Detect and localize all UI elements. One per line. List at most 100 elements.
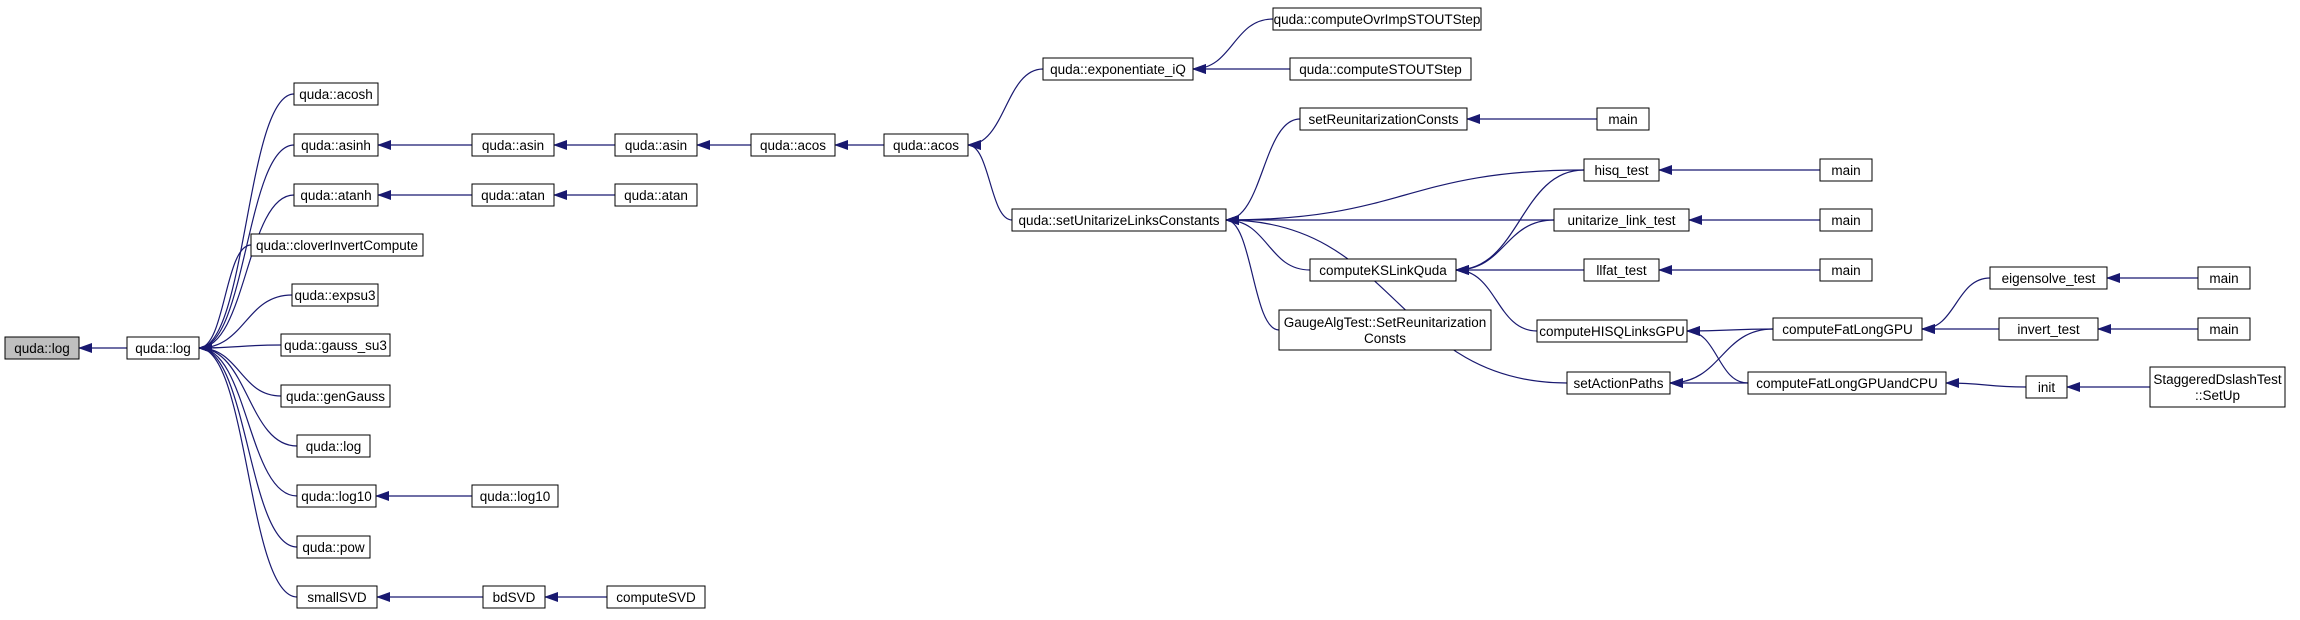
node-expsu3[interactable]: quda::expsu3 bbox=[291, 283, 379, 307]
node-box bbox=[4, 336, 80, 360]
node-box bbox=[883, 133, 969, 157]
node-fatlong[interactable]: computeFatLongGPU bbox=[1772, 317, 1923, 341]
node-ksquda[interactable]: computeKSLinkQuda bbox=[1309, 258, 1457, 282]
node-main_l[interactable]: main bbox=[1819, 258, 1873, 282]
node-label: main bbox=[1608, 112, 1637, 127]
node-label: quda::atan bbox=[624, 188, 688, 203]
edge-gaugealg-to-setunit bbox=[1225, 215, 1280, 331]
node-label: main bbox=[1831, 163, 1860, 178]
node-box bbox=[1989, 266, 2108, 290]
node-llfat[interactable]: llfat_test bbox=[1583, 258, 1660, 282]
node-expiq[interactable]: quda::exponentiate_iQ bbox=[1042, 57, 1194, 81]
node-fatlongcpu[interactable]: computeFatLongGPUandCPU bbox=[1747, 371, 1947, 395]
node-box bbox=[2149, 366, 2286, 408]
node-box bbox=[614, 183, 698, 207]
node-asin2[interactable]: quda::asin bbox=[614, 133, 698, 157]
node-label: computeFatLongGPUandCPU bbox=[1756, 376, 1938, 391]
node-box bbox=[1772, 317, 1923, 341]
node-invert[interactable]: invert_test bbox=[1998, 317, 2099, 341]
node-main_u[interactable]: main bbox=[1819, 208, 1873, 232]
node-label: quda::log bbox=[306, 439, 362, 454]
node-box bbox=[280, 333, 391, 357]
node-setaction[interactable]: setActionPaths bbox=[1566, 371, 1671, 395]
node-setunit[interactable]: quda::setUnitarizeLinksConstants bbox=[1011, 208, 1227, 232]
node-box bbox=[2025, 375, 2068, 399]
node-computesvd[interactable]: computeSVD bbox=[606, 585, 706, 609]
node-main_i[interactable]: main bbox=[2197, 317, 2251, 341]
node-label: ::SetUp bbox=[2195, 388, 2240, 403]
node-smallsvd[interactable]: smallSVD bbox=[296, 585, 378, 609]
node-box bbox=[1272, 7, 1482, 31]
node-box bbox=[293, 183, 379, 207]
node-box bbox=[293, 82, 379, 106]
node-init[interactable]: init bbox=[2025, 375, 2068, 399]
node-pow[interactable]: quda::pow bbox=[296, 535, 371, 559]
node-acosh[interactable]: quda::acosh bbox=[293, 82, 379, 106]
node-label: main bbox=[2209, 322, 2238, 337]
node-box bbox=[1819, 208, 1873, 232]
node-acos2[interactable]: quda::acos bbox=[883, 133, 969, 157]
node-main_e[interactable]: main bbox=[2197, 266, 2251, 290]
node-label: smallSVD bbox=[307, 590, 367, 605]
node-unittest[interactable]: unitarize_link_test bbox=[1553, 208, 1690, 232]
node-box bbox=[1042, 57, 1194, 81]
node-box bbox=[1309, 258, 1457, 282]
node-atan1[interactable]: quda::atan bbox=[471, 183, 555, 207]
node-box bbox=[1536, 319, 1688, 343]
node-label: quda::asin bbox=[625, 138, 687, 153]
node-box bbox=[471, 484, 559, 508]
node-asinh[interactable]: quda::asinh bbox=[293, 133, 379, 157]
node-main_h[interactable]: main bbox=[1819, 158, 1873, 182]
node-bdsvd[interactable]: bdSVD bbox=[482, 585, 546, 609]
edge-hisqgpu-to-ksquda bbox=[1455, 265, 1538, 332]
node-box bbox=[293, 133, 379, 157]
edge-pow-to-log_main bbox=[198, 343, 298, 548]
node-label: quda::log bbox=[135, 341, 191, 356]
node-atanh[interactable]: quda::atanh bbox=[293, 183, 379, 207]
node-box bbox=[471, 183, 555, 207]
node-label: StaggeredDslashTest bbox=[2153, 372, 2282, 387]
node-stout[interactable]: quda::computeSTOUTStep bbox=[1289, 57, 1472, 81]
node-box bbox=[291, 283, 379, 307]
node-hisqgpu[interactable]: computeHISQLinksGPU bbox=[1536, 319, 1688, 343]
node-label: quda::cloverInvertCompute bbox=[256, 238, 418, 253]
node-acos1[interactable]: quda::acos bbox=[750, 133, 836, 157]
node-main_sr[interactable]: main bbox=[1596, 107, 1650, 131]
node-box bbox=[296, 434, 371, 458]
node-label: main bbox=[2209, 271, 2238, 286]
node-eigen[interactable]: eigensolve_test bbox=[1989, 266, 2108, 290]
node-stagsetup[interactable]: StaggeredDslashTest::SetUp bbox=[2149, 366, 2286, 408]
node-box bbox=[1998, 317, 2099, 341]
node-label: computeFatLongGPU bbox=[1782, 322, 1913, 337]
node-label: llfat_test bbox=[1596, 263, 1647, 278]
node-box bbox=[1299, 107, 1468, 131]
node-log10[interactable]: quda::log10 bbox=[296, 484, 377, 508]
node-label: quda::atanh bbox=[300, 188, 371, 203]
node-label: quda::acos bbox=[760, 138, 826, 153]
node-root[interactable]: quda::log bbox=[4, 336, 80, 360]
node-label: main bbox=[1831, 263, 1860, 278]
node-clover[interactable]: quda::cloverInvertCompute bbox=[250, 233, 424, 257]
edge-atanh-to-log_main bbox=[198, 194, 295, 353]
node-label: quda::log10 bbox=[480, 489, 551, 504]
node-label: computeKSLinkQuda bbox=[1319, 263, 1447, 278]
node-label: quda::log bbox=[14, 341, 70, 356]
node-setreuni[interactable]: setReunitarizationConsts bbox=[1299, 107, 1468, 131]
node-gengauss[interactable]: quda::genGauss bbox=[280, 384, 391, 408]
node-gauss[interactable]: quda::gauss_su3 bbox=[280, 333, 391, 357]
node-log_main[interactable]: quda::log bbox=[126, 336, 200, 360]
node-box bbox=[126, 336, 200, 360]
node-label: quda::atan bbox=[481, 188, 545, 203]
node-box bbox=[2197, 317, 2251, 341]
node-log2[interactable]: quda::log bbox=[296, 434, 371, 458]
node-hisqtest[interactable]: hisq_test bbox=[1583, 158, 1660, 182]
node-log10b[interactable]: quda::log10 bbox=[471, 484, 559, 508]
node-ovrimp[interactable]: quda::computeOvrImpSTOUTStep bbox=[1272, 7, 1482, 31]
node-box bbox=[1289, 57, 1472, 81]
node-asin1[interactable]: quda::asin bbox=[471, 133, 555, 157]
node-box bbox=[1553, 208, 1690, 232]
node-label: quda::computeSTOUTStep bbox=[1299, 62, 1462, 77]
node-atan2[interactable]: quda::atan bbox=[614, 183, 698, 207]
